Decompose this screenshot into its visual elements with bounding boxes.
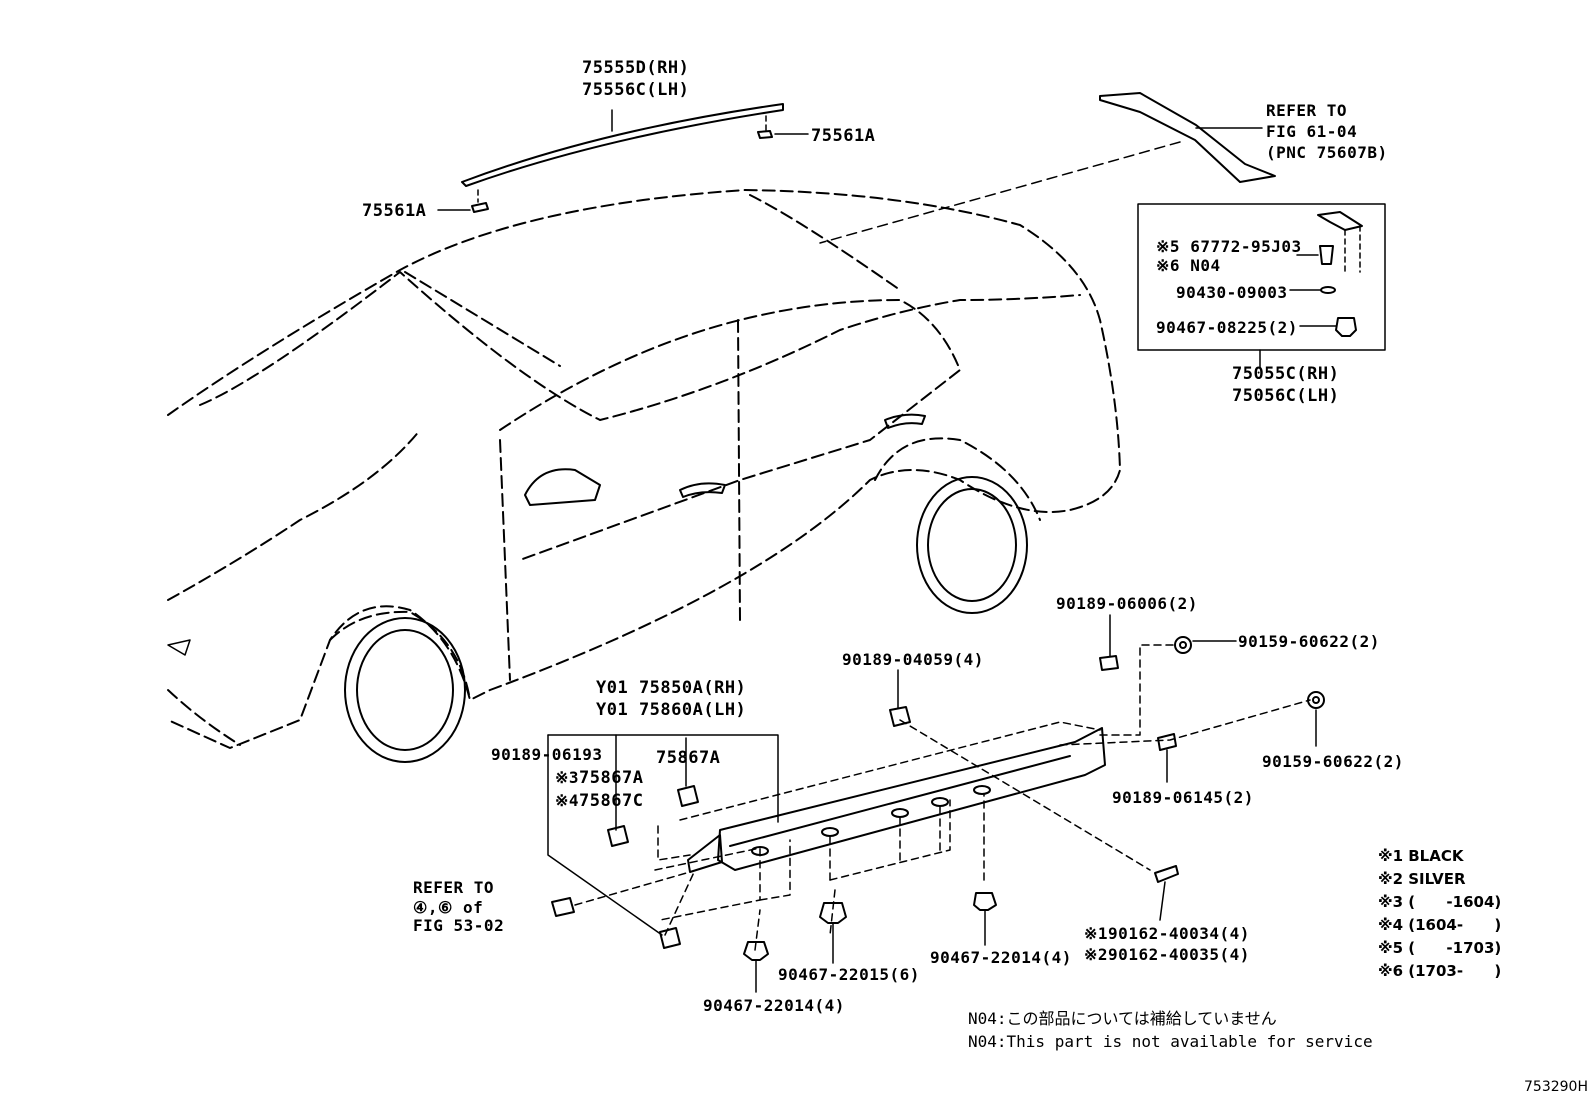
legend-item: ※3 ( -1604) xyxy=(1378,893,1502,911)
legend-item: ※2 SILVER xyxy=(1378,870,1466,888)
part-90189-06193-label: 90189-06193 xyxy=(491,745,603,764)
door-handles xyxy=(679,413,926,498)
part-90189-06006-label: 90189-06006(2) xyxy=(1056,594,1198,613)
inset-part-a-mark: ※5 xyxy=(1156,237,1181,256)
refer-front-line2: ④,⑥ of xyxy=(413,898,484,917)
clip-90189-06193-icon xyxy=(659,927,681,949)
headlight xyxy=(167,639,191,656)
part-90162-1-mark: ※1 xyxy=(1084,924,1109,943)
inset-garnish-bracket xyxy=(1317,211,1363,273)
grommet-90159-60622-a-icon xyxy=(1174,636,1237,654)
clip-75867C-icon xyxy=(607,825,629,847)
inset-clip-icon xyxy=(1296,245,1334,265)
part-90467-22014-b-label: 90467-22014(4) xyxy=(930,948,1072,967)
refer-spoiler-line2: FIG 61-04 xyxy=(1266,122,1358,141)
inset-part-b-number: N04 xyxy=(1190,256,1221,275)
roof-molding xyxy=(461,103,784,187)
part-75867C-mark: ※4 xyxy=(555,791,580,810)
clip-top-label: 75561A xyxy=(811,126,876,146)
part-90159-60622-a-label: 90159-60622(2) xyxy=(1238,632,1380,651)
rocker-dashed-guides xyxy=(574,644,1311,951)
nut-90467-22014-a-icon xyxy=(743,941,769,993)
refer-front-line1: REFER TO xyxy=(413,878,495,897)
clip-90189-06145-icon xyxy=(1157,733,1177,783)
inset-part-b-label: ※6 N04 xyxy=(1156,256,1221,276)
refer-spoiler-line3: (PNC 75607B) xyxy=(1266,143,1388,162)
part-90162-2-mark: ※2 xyxy=(1084,945,1109,964)
molding-clip-top xyxy=(757,115,809,139)
drawing-code: 753290H xyxy=(1524,1079,1588,1095)
inset-part-b-mark: ※6 xyxy=(1156,256,1181,275)
part-90467-22015-label: 90467-22015(6) xyxy=(778,965,920,984)
refer-spoiler-line1: REFER TO xyxy=(1266,101,1348,120)
nut-90467-22014-b-icon xyxy=(973,892,997,946)
legend-item: ※5 ( -1703) xyxy=(1378,939,1502,957)
part-90189-06145-label: 90189-06145(2) xyxy=(1112,788,1254,807)
legend-item: ※4 (1604- ) xyxy=(1378,916,1502,934)
inset-washer-icon xyxy=(1289,286,1336,294)
part-75867A-a-mark: ※3 xyxy=(555,768,580,787)
rocker-bracket-lines xyxy=(547,734,779,936)
note-n04-japanese: N04:この部品については補給していません xyxy=(968,1009,1277,1028)
rear-wheel xyxy=(916,476,1028,614)
garnish-rh-label: 75055C(RH) xyxy=(1232,364,1340,384)
note-n04-english: N04:This part is not available for servi… xyxy=(968,1032,1373,1051)
inset-part-c-label: 90430-09003 xyxy=(1176,283,1288,302)
rocker-lh-label: Y01 75860A(LH) xyxy=(596,700,747,720)
roof-molding-lh-label: 75556C(LH) xyxy=(582,80,690,100)
inset-box xyxy=(1137,203,1386,351)
molding-clip-left xyxy=(437,189,489,213)
refer-front-line3: FIG 53-02 xyxy=(413,916,505,935)
grommet-90159-60622-b-icon xyxy=(1307,691,1325,747)
nut-90467-22015-icon xyxy=(819,902,847,964)
part-90467-22014-a-label: 90467-22014(4) xyxy=(703,996,845,1015)
legend: ※1 BLACK ※2 SILVER ※3 ( -1604) ※4 (1604-… xyxy=(1378,845,1501,983)
side-mirror xyxy=(524,468,601,506)
part-90162-1-label: ※190162-40034(4) xyxy=(1084,924,1250,944)
garnish-lh-label: 75056C(LH) xyxy=(1232,386,1340,406)
part-90189-04059-label: 90189-04059(4) xyxy=(842,650,984,669)
clip-left-label: 75561A xyxy=(362,201,427,221)
part-90162-2-label: ※290162-40035(4) xyxy=(1084,945,1250,965)
rocker-panel xyxy=(717,727,1106,871)
part-75867A-a-label: ※375867A xyxy=(555,768,643,788)
inset-part-a-number: 67772-95J03 xyxy=(1190,237,1302,256)
front-fender-clip-icon xyxy=(551,897,575,917)
clip-90189-04059-icon xyxy=(889,669,911,727)
inset-nut-icon xyxy=(1299,317,1357,337)
part-75867C-label: ※475867C xyxy=(555,791,643,811)
clip-75867A-icon xyxy=(677,737,699,807)
rocker-end-cap xyxy=(687,834,723,873)
part-90162-2-number: 90162-40035(4) xyxy=(1108,945,1250,964)
front-wheel xyxy=(344,617,466,763)
screw-90162-icon xyxy=(1154,865,1179,921)
part-90159-60622-b-label: 90159-60622(2) xyxy=(1262,752,1404,771)
car-body xyxy=(167,189,1121,749)
inset-part-d-label: 90467-08225(2) xyxy=(1156,318,1298,337)
legend-item: ※6 (1703- ) xyxy=(1378,962,1502,980)
rocker-rh-label: Y01 75850A(RH) xyxy=(596,678,747,698)
rear-spoiler xyxy=(1099,92,1276,183)
part-75867A-a-number: 75867A xyxy=(579,768,644,788)
clip-90189-06006-icon xyxy=(1099,614,1119,671)
part-75867C-number: 75867C xyxy=(579,791,644,811)
inset-part-a-label: ※5 67772-95J03 xyxy=(1156,237,1302,257)
part-90162-1-number: 90162-40034(4) xyxy=(1108,924,1250,943)
roof-molding-rh-label: 75555D(RH) xyxy=(582,58,690,78)
part-75867A-b-label: 75867A xyxy=(656,748,721,768)
legend-item: ※1 BLACK xyxy=(1378,847,1464,865)
